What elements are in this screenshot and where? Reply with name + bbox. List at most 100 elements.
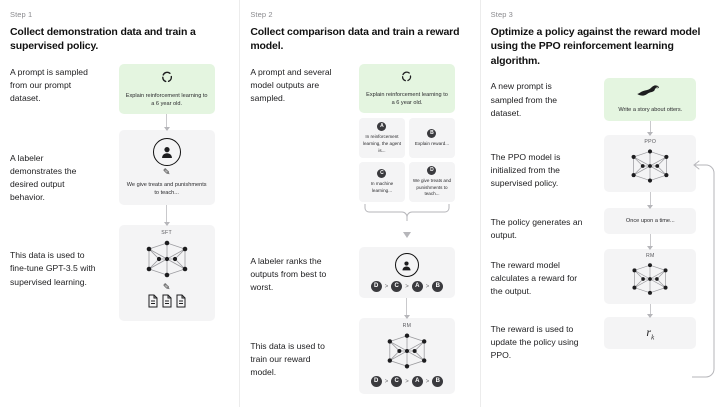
prompt-card-step3: Write a story about otters. — [604, 78, 697, 121]
output-text-c: In machine learning... — [370, 181, 394, 194]
step-2-kicker: Step 2 — [250, 10, 273, 19]
step-3-row-ppo: The PPO model is initialized from the su… — [490, 134, 710, 208]
step-3-row-prompt: A new prompt is sampled from the dataset… — [490, 78, 710, 135]
labeler-rank-card: D > C > A > B — [358, 247, 455, 299]
step-3-row-rm: The reward model calculates a reward for… — [491, 248, 710, 317]
reward-subscript: k — [651, 333, 655, 342]
prompt-card-step1: Explain reinforcement learning to a 6 ye… — [118, 63, 215, 115]
policy-output-text: Once upon a time... — [625, 217, 675, 224]
step-1-art-sft: SFT — [104, 225, 229, 322]
labeler-text-step1: We give treats and punishments to teach.… — [126, 182, 207, 197]
rm-rank-badge-2: C — [391, 376, 403, 388]
prompt-text-step1: Explain reinforcement learning to a 6 ye… — [125, 92, 208, 108]
recycle-icon — [400, 70, 413, 88]
arrow-down-1a — [166, 114, 168, 131]
step-2-art-rm: RM — [344, 318, 469, 395]
document-icon — [147, 294, 159, 313]
prompt-card-step2: Explain reinforcement learning to a 6 ye… — [358, 63, 455, 114]
rank-separator: > — [405, 378, 409, 385]
step-3-art-output: Once upon a time... — [591, 207, 710, 249]
neural-network-icon — [139, 237, 195, 281]
ppo-label: PPO — [644, 138, 657, 145]
rank-separator: > — [405, 283, 409, 290]
step-3-caption-output: The policy generates an output. — [490, 216, 583, 240]
step-2-row-rm: This data is used to train our reward mo… — [250, 318, 469, 395]
rank-badge-2: C — [391, 281, 403, 293]
step-1-caption-sft: This data is used to fine-tune GPT-3.5 w… — [10, 250, 96, 287]
step-3-rows: A new prompt is sampled from the dataset… — [491, 78, 710, 361]
step-1-kicker: Step 1 — [10, 10, 33, 19]
step-3-caption-reward: The reward is used to update the policy … — [490, 323, 579, 360]
output-text-b: Explain reward... — [414, 140, 450, 146]
rm-label-step3: RM — [645, 252, 655, 259]
output-badge-b: B — [427, 128, 437, 138]
step-3-kicker: Step 3 — [490, 10, 513, 19]
step-2-art-prompt: Explain reinforcement learning to a 6 ye… — [344, 63, 469, 243]
otter-icon — [635, 84, 665, 103]
output-badge-d: D — [427, 166, 437, 176]
arrow-down-3b — [649, 191, 651, 208]
arrow-down-3d — [649, 303, 651, 317]
rank-badge-1: D — [370, 281, 382, 293]
step-1-art-labeler: ✎ We give treats and punishments to teac… — [104, 130, 229, 226]
step-2-row-rank: A labeler ranks the outputs from best to… — [250, 247, 469, 319]
rank-separator: > — [425, 378, 430, 385]
arrow-down-3c — [649, 233, 651, 249]
output-card-b: B Explain reward... — [408, 118, 455, 159]
model-outputs-grid: A In reinforcement learning, the agent i… — [358, 118, 455, 203]
arrow-down-1b — [166, 205, 168, 226]
step-1-rows: A prompt is sampled from our prompt data… — [10, 63, 229, 322]
output-text-a: In reinforcement learning, the agent is.… — [362, 134, 402, 153]
step-1-caption-prompt: A prompt is sampled from our prompt data… — [10, 66, 88, 104]
output-badge-c: C — [377, 169, 387, 179]
step-2-caption-rm: This data is used to train our reward mo… — [250, 341, 325, 378]
reward-card: rk — [604, 316, 697, 350]
output-badge-a: A — [377, 122, 387, 132]
step-1-row-labeler: A labeler demonstrates the desired outpu… — [10, 130, 229, 226]
rank-badge-3: A — [411, 281, 423, 293]
step-3-caption-ppo: The PPO model is initialized from the su… — [490, 151, 561, 188]
document-icon — [161, 294, 173, 313]
step-3-caption-prompt: A new prompt is sampled from the dataset… — [490, 81, 558, 118]
step-1-row-prompt: A prompt is sampled from our prompt data… — [10, 63, 229, 131]
step-1-title: Collect demonstration data and train a s… — [10, 26, 196, 53]
converging-brace-icon — [359, 202, 455, 231]
reward-symbol: rk — [646, 325, 654, 341]
document-icon — [175, 294, 187, 313]
output-card-d: D We give treats and punishments to teac… — [408, 162, 455, 203]
rank-separator: > — [384, 283, 389, 290]
output-text-d: We give treats and punishments to teach.… — [412, 178, 452, 197]
document-icons — [147, 294, 187, 313]
step-1-caption-labeler: A labeler demonstrates the desired outpu… — [10, 153, 77, 203]
rm-card-step3: RM — [604, 248, 697, 304]
step-1-art-prompt: Explain reinforcement learning to a 6 ye… — [104, 63, 229, 131]
person-icon — [152, 138, 181, 167]
step-3-column: Step 3 Optimize a policy against the rew… — [479, 0, 720, 407]
step-2-caption-rank: A labeler ranks the outputs from best to… — [250, 256, 327, 293]
pencil-icon: ✎ — [162, 167, 171, 178]
rm-rank-badge-4: B — [432, 376, 444, 388]
step-2-rows: A prompt and several model outputs are s… — [250, 63, 469, 395]
output-card-a: A In reinforcement learning, the agent i… — [358, 118, 405, 159]
rm-rank-badge-3: A — [411, 376, 423, 388]
pencil-icon-sft: ✎ — [162, 282, 171, 293]
step-2-title: Collect comparison data and train a rewa… — [250, 26, 460, 53]
step-3-art-prompt: Write a story about otters. — [591, 78, 710, 135]
neural-network-icon — [624, 146, 676, 186]
policy-output-card: Once upon a time... — [604, 207, 697, 234]
arrow-down-3a — [649, 120, 651, 135]
step-2-art-rank: D > C > A > B — [344, 247, 469, 319]
arrowhead-down-2a — [402, 225, 411, 243]
sft-label: SFT — [161, 230, 172, 237]
output-card-c: C In machine learning... — [358, 162, 405, 203]
labeler-card-step1: ✎ We give treats and punishments to teac… — [118, 130, 215, 206]
step-3-art-rm: RM — [591, 248, 710, 317]
rm-card-step2: RM — [358, 318, 455, 395]
step-2-column: Step 2 Collect comparison data and train… — [239, 0, 479, 407]
prompt-text-step3: Write a story about otters. — [618, 107, 683, 114]
arrow-down-2b — [406, 298, 408, 319]
reward-letter: r — [646, 324, 652, 339]
ranking-row-labeler: D > C > A > B — [370, 281, 444, 293]
step-3-row-output: The policy generates an output. Once upo… — [490, 207, 710, 249]
recycle-icon — [160, 70, 174, 89]
